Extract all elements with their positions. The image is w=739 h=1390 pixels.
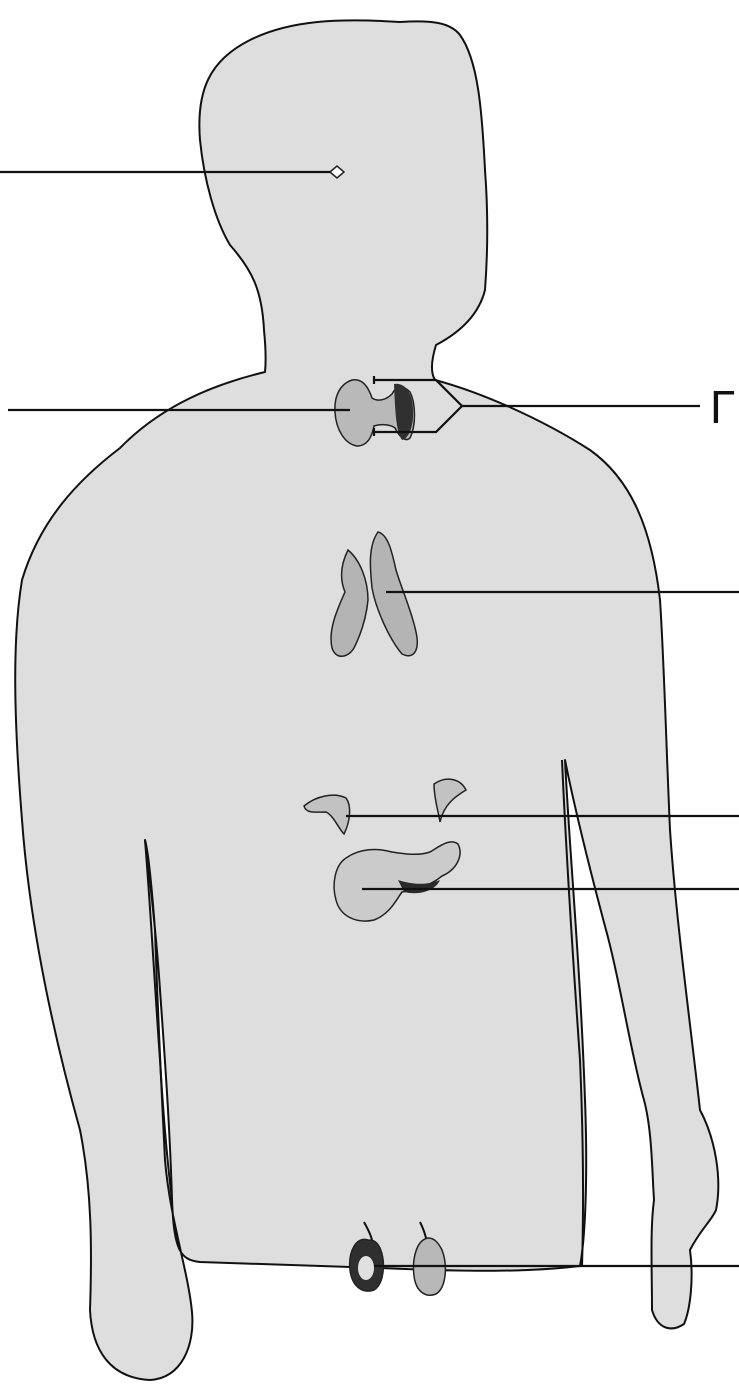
label-fragment: Г — [710, 381, 735, 433]
body-silhouette — [15, 20, 718, 1380]
